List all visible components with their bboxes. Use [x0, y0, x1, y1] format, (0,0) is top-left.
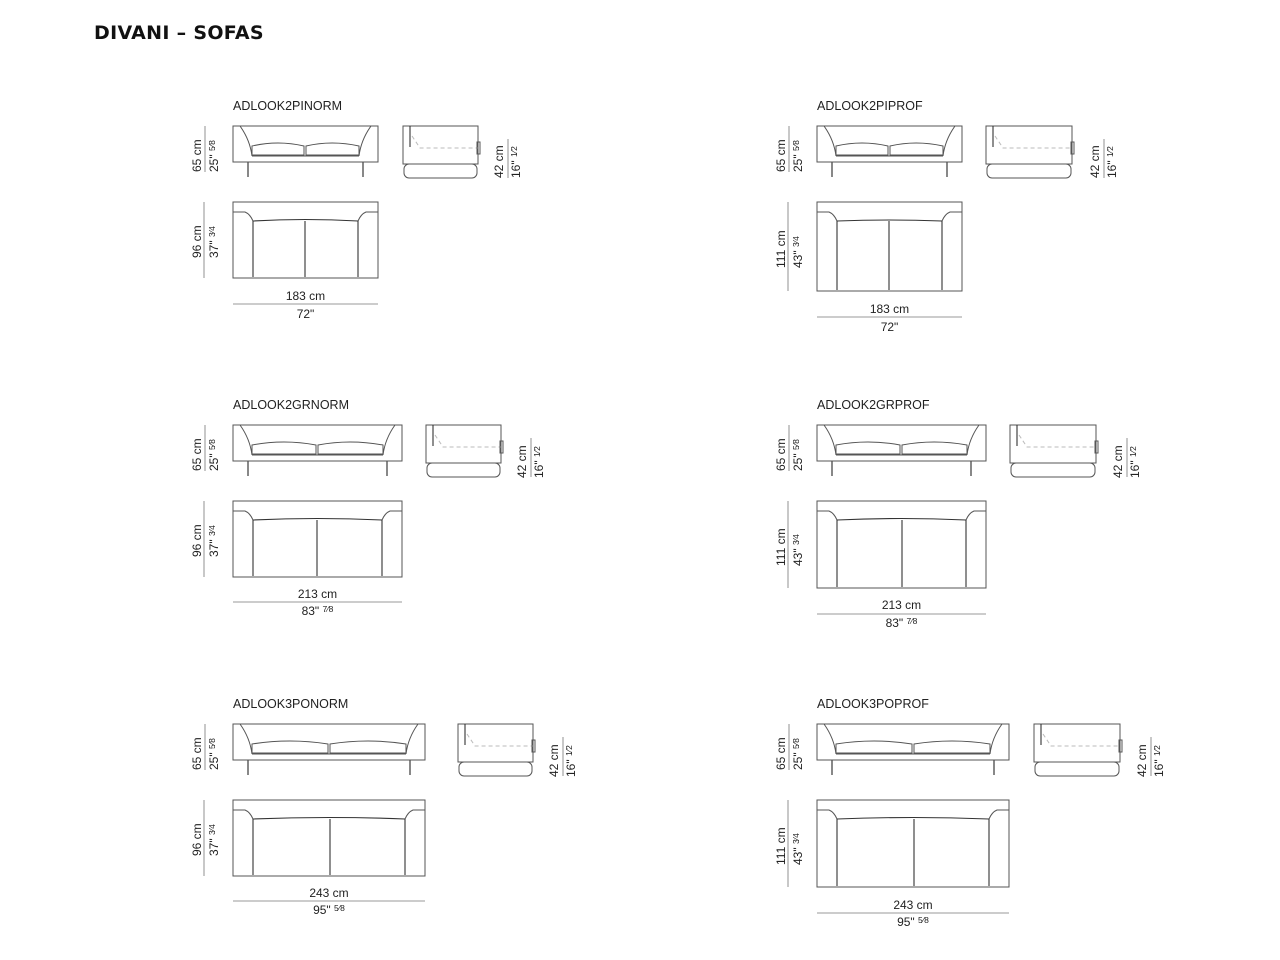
- top-view: [232, 500, 403, 578]
- width-cm: 243 cm: [309, 886, 349, 900]
- front-view: [232, 723, 426, 775]
- front-view: [816, 424, 987, 476]
- model-block: ADLOOK2GRPROF: [774, 398, 1142, 630]
- sofa-drawing: [203, 125, 509, 305]
- front-view: [816, 723, 1010, 775]
- width-cm: 243 cm: [893, 898, 933, 912]
- page-title: DIVANI – SOFAS: [94, 22, 264, 44]
- side-view: [457, 723, 536, 777]
- width-cm: 213 cm: [881, 598, 922, 612]
- sofa-drawing: [203, 424, 532, 603]
- width-cm: 213 cm: [297, 587, 338, 601]
- side-view: [1033, 723, 1123, 777]
- model-block: ADLOOK2GRNORM: [0, 0, 640, 640]
- top-view: [816, 500, 987, 589]
- width-in: 95" 5⁄8: [897, 915, 929, 929]
- model-block: ADLOOK2PIPROF: [0, 0, 1280, 340]
- side-view: [985, 125, 1075, 179]
- sofa-drawing: [203, 723, 564, 902]
- model-code: ADLOOK2GRPROF: [817, 398, 930, 412]
- width-cm: 183 cm: [285, 289, 326, 303]
- front-view: [816, 125, 963, 177]
- front-view: [232, 125, 379, 177]
- sofa-drawing: [787, 424, 1128, 615]
- top-view: [232, 799, 426, 877]
- width-in: 72": [296, 307, 315, 321]
- sofa-drawing: [787, 125, 1105, 318]
- width-in: 83" 7⁄8: [301, 604, 334, 618]
- front-height-in: 25" 5⁄8: [791, 738, 805, 770]
- model-code: ADLOOK3PONORM: [233, 697, 349, 711]
- front-height-cm: 65 cm: [774, 737, 788, 770]
- top-view: [816, 799, 1010, 888]
- front-view: [232, 424, 403, 476]
- width-in: 72": [880, 320, 899, 334]
- top-view: [816, 201, 963, 292]
- width-cm: 183 cm: [869, 302, 910, 316]
- side-view: [1009, 424, 1099, 478]
- model-block: ADLOOK2PINORM: [0, 0, 640, 340]
- model-code: ADLOOK2PIPROF: [817, 99, 923, 113]
- model-block: ADLOOK3PONORM: [190, 697, 578, 917]
- model-code: ADLOOK3POPROF: [817, 697, 929, 711]
- side-view: [402, 125, 481, 179]
- side-height-in: 16" 1⁄2: [1152, 745, 1166, 777]
- side-height-cm: 42 cm: [1135, 744, 1149, 777]
- model-code: ADLOOK2PINORM: [233, 99, 343, 113]
- depth-in: 43" 3⁄4: [791, 833, 805, 865]
- width-in: 83" 7⁄8: [885, 616, 918, 630]
- side-view: [425, 424, 504, 478]
- top-view: [232, 201, 379, 279]
- depth-cm: 111 cm: [774, 827, 788, 865]
- model-code: ADLOOK2GRNORM: [233, 398, 349, 412]
- width-in: 95" 5⁄8: [313, 903, 345, 917]
